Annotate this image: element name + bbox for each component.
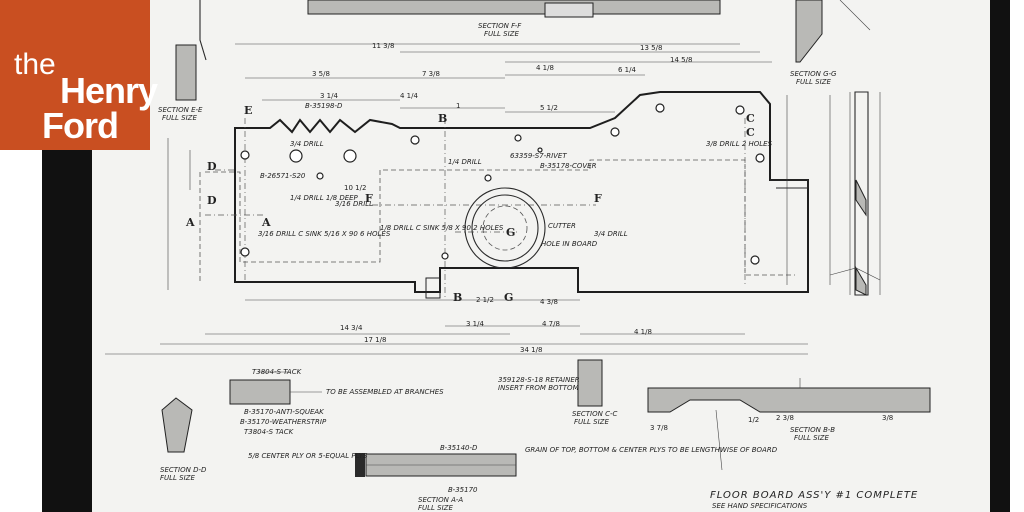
- dim-3: 14 5/8: [670, 56, 692, 64]
- section-ee-view: SECTION E-E FULL SIZE: [158, 0, 207, 122]
- weatherstrip-detail: T3804-S TACK TO BE ASSEMBLED AT BRANCHES…: [229, 368, 444, 436]
- dimension-texts: 11 3/8 13 5/8 14 5/8 4 1/8 6 1/4 3 5/8 7…: [312, 42, 893, 432]
- dim-10: 5 1/2: [540, 104, 558, 112]
- dim-15: 3 1/4: [466, 320, 484, 328]
- part-35178-note: B-35178-COVER: [540, 162, 597, 170]
- section-aa-note: FULL SIZE: [418, 504, 453, 512]
- plywood-note: 5/8 CENTER PLY OR 5-EQUAL PLYS: [248, 452, 368, 460]
- dim-20: 4 1/8: [634, 328, 652, 336]
- section-ff-view: SECTION F-F FULL SIZE: [307, 0, 721, 38]
- letter-g-bottom: G: [504, 291, 513, 304]
- section-ee-label: SECTION E-E: [158, 106, 203, 114]
- dim-23: 3/8: [882, 414, 893, 422]
- dim-24: 1/2: [748, 416, 759, 424]
- part-33539-note: 63359-S7-RIVET: [510, 152, 567, 160]
- drawing-subtitle: SEE HAND SPECIFICATIONS: [712, 502, 808, 510]
- part-35140-note: B-35140-D: [440, 444, 478, 452]
- assembled-note: TO BE ASSEMBLED AT BRANCHES: [326, 388, 444, 396]
- section-bb-view: SECTION B-B FULL SIZE: [647, 378, 931, 471]
- letter-a-left: A: [185, 216, 195, 229]
- section-cc-label: SECTION C-C: [572, 410, 617, 418]
- letter-d-bottom: D: [207, 194, 217, 207]
- right-black-edge: [990, 0, 1010, 512]
- tack-note-1: T3804-S TACK: [252, 368, 303, 376]
- section-gg-note: FULL SIZE: [796, 78, 831, 86]
- section-gg-label: SECTION G-G: [790, 70, 837, 78]
- section-dd-note: FULL SIZE: [160, 474, 195, 482]
- section-cc-note: FULL SIZE: [574, 418, 609, 426]
- section-bb-note: FULL SIZE: [794, 434, 829, 442]
- side-elevation-view: [829, 91, 881, 296]
- dim-19: 2 1/2: [476, 296, 494, 304]
- grain-note: GRAIN OF TOP, BOTTOM & CENTER PLYS TO BE…: [525, 446, 778, 454]
- dim-12: 10 1/2: [344, 184, 366, 192]
- cutter-note: CUTTER: [548, 222, 576, 230]
- part-35170-note: B-35170: [448, 486, 478, 494]
- letter-g-center: G: [506, 226, 515, 239]
- dim-9: 1: [456, 102, 460, 110]
- drawing-title: FLOOR BOARD ASS'Y #1 COMPLETE: [710, 490, 918, 501]
- dim-16: 4 7/8: [542, 320, 560, 328]
- drill-note-6: 1/8 DRILL C SINK 5/8 X 90 2 HOLES: [380, 224, 504, 232]
- left-black-edge: [42, 150, 92, 512]
- letter-a-right: A: [261, 216, 271, 229]
- letter-c-bottom: C: [746, 126, 755, 139]
- henry-ford-logo[interactable]: the Henry Ford: [0, 0, 158, 150]
- section-ff-note: FULL SIZE: [484, 30, 519, 38]
- letter-d-top: D: [207, 160, 217, 173]
- section-letters: E D D A A B B C C F F G G: [185, 104, 755, 304]
- dim-11: 4 1/4: [400, 92, 418, 100]
- dim-13: 14 3/4: [340, 324, 363, 332]
- antisqueak-note: B-35170-ANTI-SQUEAK: [244, 408, 325, 416]
- drill-note-4: 1/4 DRILL 1/8 DEEP: [290, 194, 359, 202]
- drill-note-2: 3/4 DRILL: [290, 140, 324, 148]
- floor-board-plan: [105, 43, 831, 355]
- dim-17: 4 3/8: [540, 298, 558, 306]
- dim-21: 3 7/8: [650, 424, 668, 432]
- letter-f-right: F: [594, 192, 602, 205]
- section-aa-label: SECTION A-A: [418, 496, 463, 504]
- paper-sheet: [90, 0, 990, 512]
- dim-6: 3 5/8: [312, 70, 330, 78]
- hole-note: HOLE IN BOARD: [541, 240, 598, 248]
- part-35198-note: B-35198-D: [305, 102, 343, 110]
- dim-14: 17 1/8: [364, 336, 386, 344]
- letter-c-top: C: [746, 112, 755, 125]
- logo-text-the: the: [14, 48, 56, 81]
- dim-7: 7 3/8: [422, 70, 440, 78]
- section-bb-label: SECTION B-B: [790, 426, 835, 434]
- drill-note-7: 3/8 DRILL 2 HOLES: [706, 140, 773, 148]
- dim-4: 4 1/8: [536, 64, 554, 72]
- letter-b-top: B: [438, 112, 447, 125]
- section-ee-note: FULL SIZE: [162, 114, 197, 122]
- logo-text-henry: Henry: [60, 70, 158, 111]
- dim-5: 6 1/4: [618, 66, 636, 74]
- section-cc-view: 359128-S-18 RETAINER INSERT FROM BOTTOM …: [498, 359, 617, 426]
- logo-text-ford: Ford: [42, 105, 119, 146]
- letter-f-left: F: [365, 192, 373, 205]
- section-dd-label: SECTION D-D: [160, 466, 207, 474]
- drill-note-9: 3/4 DRILL: [594, 230, 628, 238]
- part-26571-note: B-26571-S20: [260, 172, 306, 180]
- letter-e: E: [244, 104, 252, 117]
- drill-note-8: 3/16 DRILL C SINK 5/16 X 90 6 HOLES: [258, 230, 391, 238]
- dim-1: 11 3/8: [372, 42, 394, 50]
- dim-8: 3 1/4: [320, 92, 338, 100]
- retainer-note-2: INSERT FROM BOTTOM: [498, 384, 579, 392]
- weatherstrip-note: B-35170-WEATHERSTRIP: [240, 418, 327, 426]
- section-gg-view: SECTION G-G FULL SIZE: [790, 0, 871, 86]
- drill-note-3: 3/16 DRILL: [335, 200, 373, 208]
- plan-notes: B-35198-D 63359-S7-RIVET B-35178-COVER B…: [258, 102, 773, 248]
- dim-2: 13 5/8: [640, 44, 662, 52]
- retainer-note: 359128-S-18 RETAINER: [498, 376, 580, 384]
- section-ff-label: SECTION F-F: [478, 22, 522, 30]
- section-aa-view: 5/8 CENTER PLY OR 5-EQUAL PLYS B-35140-D…: [248, 444, 778, 512]
- section-dd-view: SECTION D-D FULL SIZE: [160, 397, 207, 482]
- letter-b-bottom: B: [453, 291, 462, 304]
- dim-22: 2 3/8: [776, 414, 794, 422]
- dim-18: 34 1/8: [520, 346, 542, 354]
- tack-note-2: T3804-S TACK: [244, 428, 295, 436]
- drill-note-1: 1/4 DRILL: [448, 158, 482, 166]
